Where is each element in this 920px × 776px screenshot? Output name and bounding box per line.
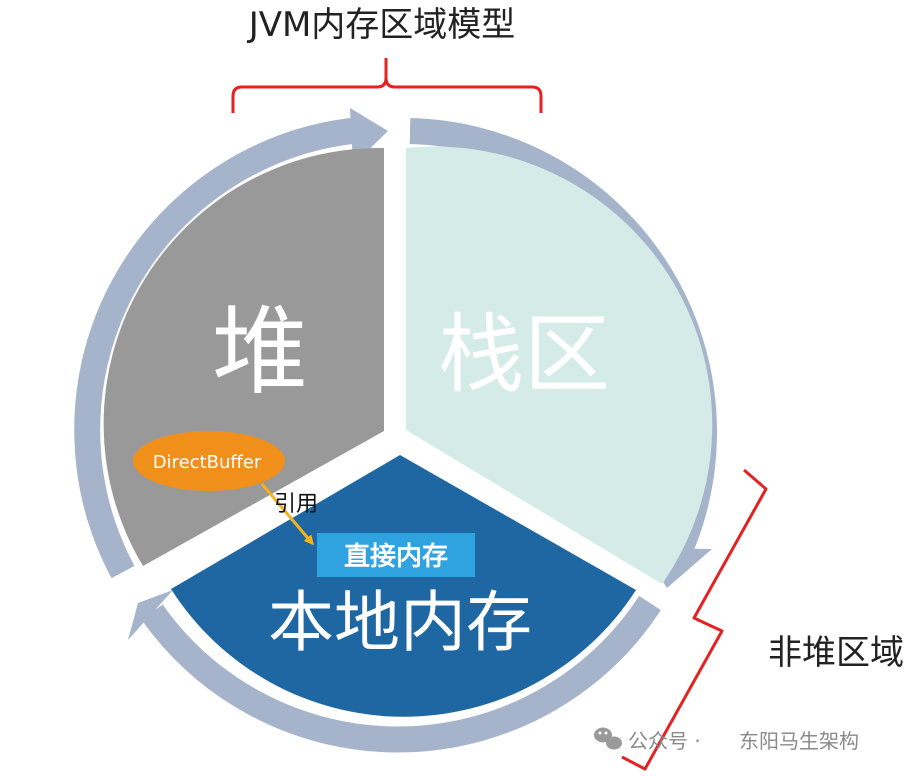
- top-bracket: [231, 58, 543, 113]
- direct-memory-label: 直接内存: [344, 542, 448, 572]
- reference-label: 引用: [274, 492, 318, 517]
- ring-arc-native: [141, 595, 661, 753]
- non-heap-label: 非堆区域: [768, 633, 904, 673]
- direct-buffer-ellipse: [133, 431, 285, 491]
- watermark-prefix: 公众号 ·: [628, 729, 701, 753]
- segment-stack: [406, 146, 713, 584]
- non-heap-bracket: [621, 468, 768, 771]
- wechat-icon: [594, 727, 622, 750]
- ring-arrow-head-native: [128, 590, 173, 640]
- ring-arc-heap: [74, 117, 362, 579]
- watermark: 公众号 · 东阳马生架构: [594, 727, 859, 753]
- direct-memory-box: [317, 533, 475, 577]
- direct-buffer-label: DirectBuffer: [153, 452, 262, 473]
- reference-arrow: [260, 483, 314, 546]
- watermark-source: 东阳马生架构: [739, 729, 859, 753]
- diagram-title: JVM内存区域模型: [247, 5, 516, 45]
- native-memory-label: 本地内存: [268, 584, 532, 661]
- segment-native: [171, 455, 636, 717]
- heap-label: 堆: [212, 296, 308, 408]
- stack-label: 栈区: [438, 305, 610, 405]
